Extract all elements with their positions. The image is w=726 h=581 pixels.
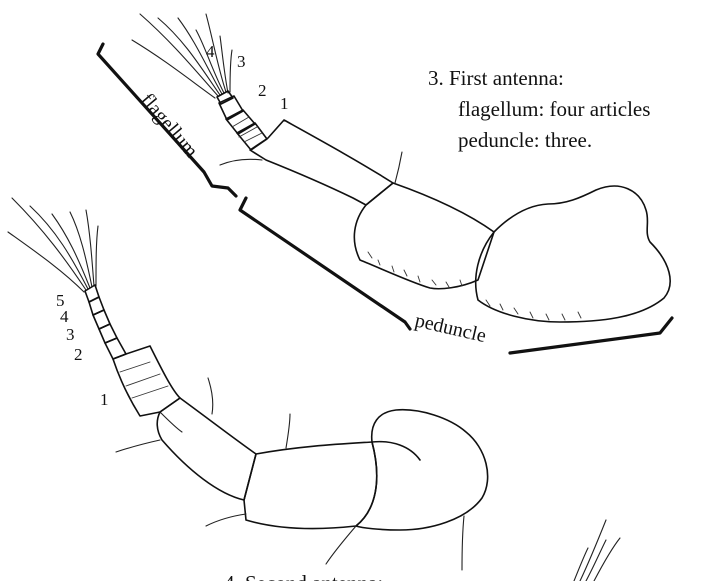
first-antenna-article-4-number: 4	[206, 42, 215, 61]
second-antenna-setae	[8, 198, 98, 292]
peduncle-label: peduncle	[413, 309, 488, 347]
second-antenna-article-4-number: 4	[60, 307, 69, 326]
second-antenna-article-3-number: 3	[66, 325, 75, 344]
second-antenna-article-1-number: 1	[100, 390, 109, 409]
figure-3-caption: 3. First antenna: flagellum: four articl…	[428, 66, 650, 152]
second-antenna-peduncle-article-3	[244, 442, 377, 528]
caption-line-3: peduncle: three.	[458, 128, 592, 152]
second-antenna-peduncle-article-4	[157, 398, 256, 500]
first-antenna-article-3-number: 3	[237, 52, 246, 71]
first-antenna-peduncle-article-3	[250, 120, 393, 205]
caption-line-2: flagellum: four articles	[458, 97, 650, 121]
partial-appendage-drawing	[574, 520, 620, 581]
first-antenna-setae	[132, 14, 232, 98]
flagellum-label: flagellum	[136, 89, 202, 162]
first-antenna-peduncle-article-1	[476, 186, 670, 322]
second-antenna-peduncle-article-2	[356, 410, 488, 530]
caption-line-1: 3. First antenna:	[428, 66, 564, 90]
second-antenna-article-2-number: 2	[74, 345, 83, 364]
first-antenna-article-1-number: 1	[280, 94, 289, 113]
first-antenna-peduncle-article-2	[354, 183, 494, 289]
second-antenna-flagellum	[85, 285, 126, 359]
second-antenna-drawing	[8, 198, 488, 570]
figure-4-caption: 4. Second antenna:	[224, 571, 383, 581]
first-antenna-article-2-number: 2	[258, 81, 267, 100]
